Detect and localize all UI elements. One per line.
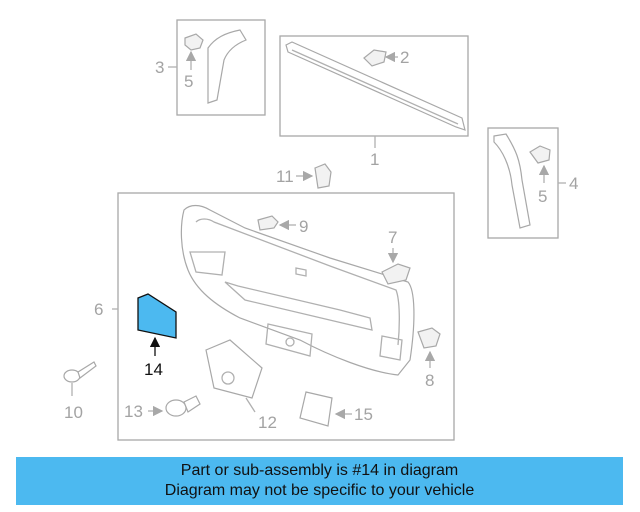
clip-5-right — [529, 145, 551, 164]
part-10-group: 10 — [63, 361, 97, 422]
callout-12: 12 — [258, 413, 277, 432]
callout-9: 9 — [299, 217, 308, 236]
clip-8 — [417, 327, 441, 349]
part-3-group: 3 5 — [155, 19, 266, 116]
banner-line-2: Diagram may not be specific to your vehi… — [164, 482, 475, 499]
part-1-box — [279, 35, 469, 137]
part-6-box — [117, 192, 455, 441]
right-pillar-trim — [493, 133, 531, 229]
callout-5-right: 5 — [538, 187, 547, 206]
callout-1: 1 — [370, 150, 379, 169]
clip-9 — [257, 215, 279, 231]
callout-8: 8 — [425, 371, 434, 390]
back-door-trim-panel — [180, 204, 415, 376]
callout-5-left: 5 — [184, 72, 193, 91]
clip-5-left — [184, 33, 204, 51]
part-4-group: 4 5 — [487, 127, 578, 239]
callout-10: 10 — [64, 403, 83, 422]
clip-7 — [381, 263, 411, 285]
info-banner: Part or sub-assembly is #14 in diagram D… — [16, 457, 623, 505]
callout-2: 2 — [400, 48, 409, 67]
pull-cover-12 — [205, 339, 263, 399]
callout-13: 13 — [124, 402, 143, 421]
callout-6: 6 — [94, 300, 103, 319]
parts-diagram: 3 5 2 1 4 5 11 6 — [63, 19, 578, 441]
left-pillar-trim — [207, 29, 247, 104]
clip-2 — [363, 49, 387, 67]
part-1-group: 2 1 — [279, 35, 469, 169]
callout-4: 4 — [569, 174, 578, 193]
callout-7: 7 — [388, 228, 397, 247]
part-14-highlighted[interactable] — [137, 293, 177, 339]
part-13 — [165, 399, 187, 417]
callout-3: 3 — [155, 58, 164, 77]
banner-line-1: Part or sub-assembly is #14 in diagram — [180, 462, 459, 479]
part-15 — [299, 391, 333, 427]
clip-11 — [314, 163, 332, 189]
callout-11: 11 — [276, 167, 294, 186]
upper-garnish-trim — [285, 41, 466, 131]
callout-15: 15 — [354, 405, 373, 424]
callout-14: 14 — [144, 360, 163, 379]
part-11-group: 11 — [276, 163, 332, 189]
part-6-group: 6 9 7 8 14 12 13 — [94, 192, 455, 441]
